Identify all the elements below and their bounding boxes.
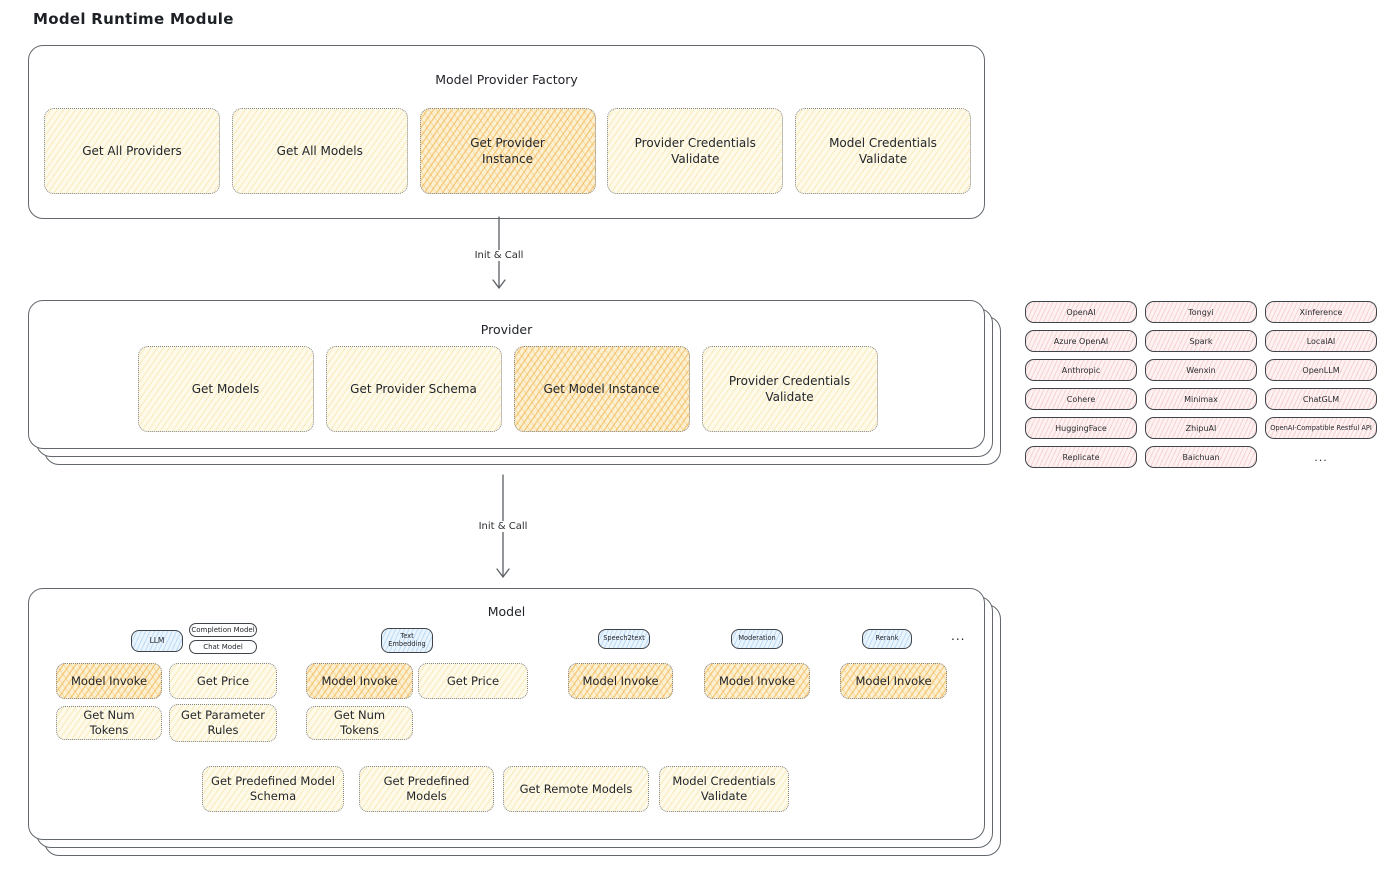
tags-ellipsis: ... — [951, 629, 966, 643]
provider-cell-anthropic: Anthropic — [1025, 359, 1137, 381]
provider-cell-localai: LocalAI — [1265, 330, 1377, 352]
node-get-predefined-models: Get Predefined Models — [359, 766, 494, 812]
node-provider-credentials-validate: Provider Credentials Validate — [607, 108, 784, 194]
tag-text-embedding: Text Embedding — [381, 628, 433, 653]
tag-completion-model: Completion Model — [189, 623, 257, 637]
provider-cell-wenxin: Wenxin — [1145, 359, 1257, 381]
tag-chat-model: Chat Model — [189, 640, 257, 654]
provider-panel: Provider Get Models Get Provider Schema … — [28, 300, 985, 449]
node-get-provider-instance: Get Provider Instance — [419, 108, 596, 194]
node-get-model-instance: Get Model Instance — [513, 346, 690, 432]
provider-cell-openai-compatible: OpenAI-Compatible Restful API — [1265, 417, 1377, 439]
provider-cell-minimax: Minimax — [1145, 388, 1257, 410]
node-get-predefined-model-schema: Get Predefined Model Schema — [202, 766, 344, 812]
model-panel: Model LLM Completion Model Chat Model Te… — [28, 588, 985, 840]
node-get-parameter-rules: Get Parameter Rules — [169, 704, 277, 742]
factory-panel-title: Model Provider Factory — [435, 72, 578, 87]
node-provider-credentials-validate-2: Provider Credentials Validate — [701, 346, 878, 432]
provider-cell-huggingface: HuggingFace — [1025, 417, 1137, 439]
provider-name-grid: OpenAI Tongyi Xinference Azure OpenAI Sp… — [1025, 301, 1377, 468]
model-provider-factory-panel: Model Provider Factory Get All Providers… — [28, 45, 985, 219]
provider-cell-openai: OpenAI — [1025, 301, 1137, 323]
factory-button-row: Get All Providers Get All Models Get Pro… — [44, 108, 971, 194]
provider-cell-tongyi: Tongyi — [1145, 301, 1257, 323]
model-panel-title: Model — [487, 604, 526, 619]
node-get-price-embedding: Get Price — [418, 663, 528, 699]
node-get-provider-schema: Get Provider Schema — [325, 346, 502, 432]
node-model-invoke-embedding: Model Invoke — [306, 663, 413, 699]
node-model-credentials-validate-2: Model Credentials Validate — [659, 766, 789, 812]
node-get-models: Get Models — [137, 346, 314, 432]
provider-cell-chatglm: ChatGLM — [1265, 388, 1377, 410]
tag-rerank: Rerank — [862, 629, 912, 649]
provider-cell-azure-openai: Azure OpenAI — [1025, 330, 1137, 352]
node-get-all-providers: Get All Providers — [44, 108, 220, 194]
provider-button-row: Get Models Get Provider Schema Get Model… — [44, 346, 971, 432]
provider-cell-cohere: Cohere — [1025, 388, 1137, 410]
node-get-remote-models: Get Remote Models — [503, 766, 649, 812]
init-call-label-1: Init & Call — [469, 250, 529, 261]
provider-grid-ellipsis: ... — [1314, 450, 1328, 464]
node-model-credentials-validate: Model Credentials Validate — [795, 108, 971, 194]
node-model-invoke-speech2text: Model Invoke — [568, 663, 673, 699]
node-get-price-llm: Get Price — [169, 663, 277, 699]
node-model-invoke-moderation: Model Invoke — [704, 663, 810, 699]
node-get-num-tokens-llm: Get Num Tokens — [56, 706, 162, 740]
diagram-title: Model Runtime Module — [33, 10, 234, 28]
node-model-invoke-llm: Model Invoke — [56, 663, 162, 699]
node-get-all-models: Get All Models — [231, 108, 408, 194]
tag-speech2text: Speech2text — [598, 629, 650, 649]
tag-moderation: Moderation — [731, 629, 783, 649]
init-call-label-2: Init & Call — [473, 521, 533, 532]
provider-panel-title: Provider — [480, 322, 533, 337]
provider-cell-replicate: Replicate — [1025, 446, 1137, 468]
provider-cell-baichuan: Baichuan — [1145, 446, 1257, 468]
node-model-invoke-rerank: Model Invoke — [840, 663, 947, 699]
provider-cell-xinference: Xinference — [1265, 301, 1377, 323]
node-get-num-tokens-embedding: Get Num Tokens — [306, 706, 413, 740]
provider-cell-spark: Spark — [1145, 330, 1257, 352]
tag-llm: LLM — [131, 630, 183, 652]
provider-cell-openllm: OpenLLM — [1265, 359, 1377, 381]
provider-cell-zhipuai: ZhipuAI — [1145, 417, 1257, 439]
